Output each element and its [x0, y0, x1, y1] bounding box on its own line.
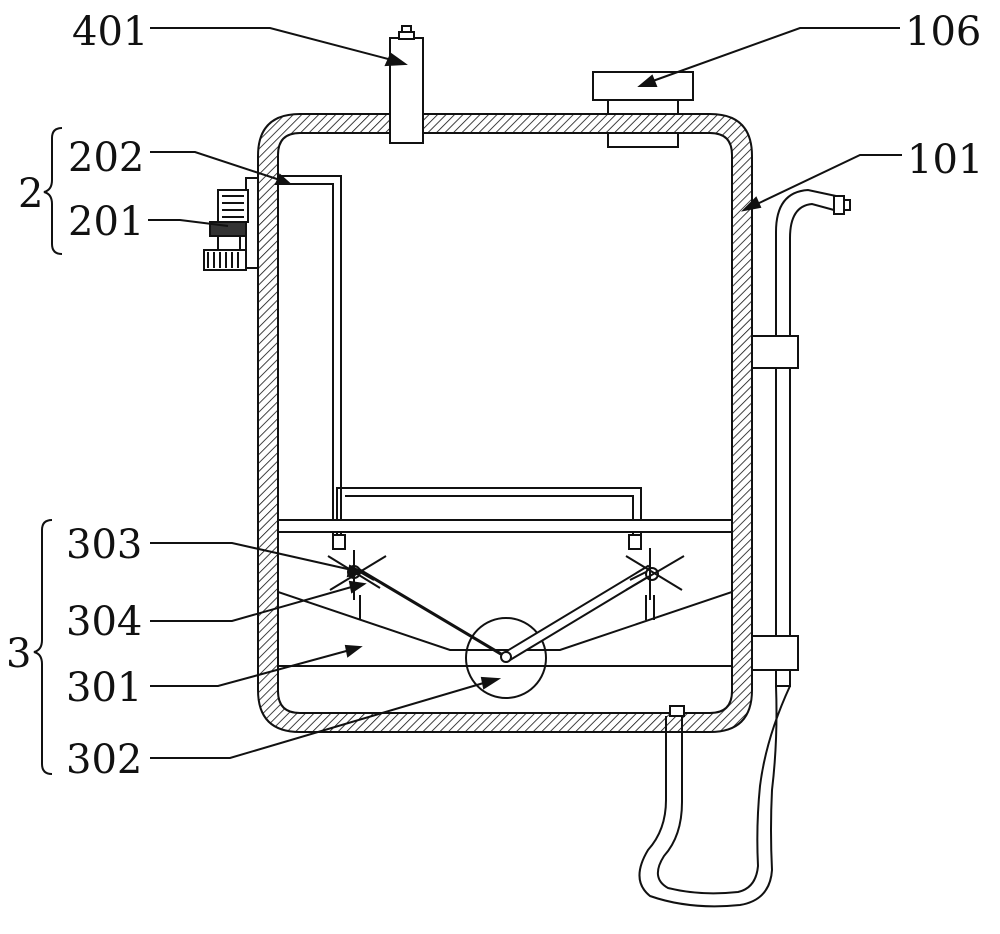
label-302: 302 — [66, 737, 143, 783]
label-202: 202 — [68, 135, 145, 181]
label-201: 201 — [68, 199, 145, 245]
inlet-pipe-401 — [389, 25, 424, 144]
label-106: 106 — [905, 9, 982, 55]
braces — [33, 127, 63, 775]
valve-302 — [465, 617, 547, 699]
label-303: 303 — [66, 522, 143, 568]
pipe-202 — [278, 175, 642, 550]
label-401: 401 — [72, 9, 149, 55]
leader-lines — [148, 27, 902, 759]
pump-201 — [203, 177, 259, 271]
label-101: 101 — [907, 137, 984, 183]
tank-wall — [257, 113, 753, 733]
label-301: 301 — [66, 665, 143, 711]
drain-hose — [638, 685, 791, 908]
label-2: 2 — [18, 171, 44, 217]
cover-106 — [592, 71, 694, 148]
side-pipe — [751, 188, 851, 687]
hopper-301 — [278, 591, 732, 667]
arms-304 — [347, 564, 659, 663]
plate-303 — [278, 519, 732, 533]
label-3: 3 — [6, 631, 32, 677]
label-304: 304 — [66, 599, 143, 645]
